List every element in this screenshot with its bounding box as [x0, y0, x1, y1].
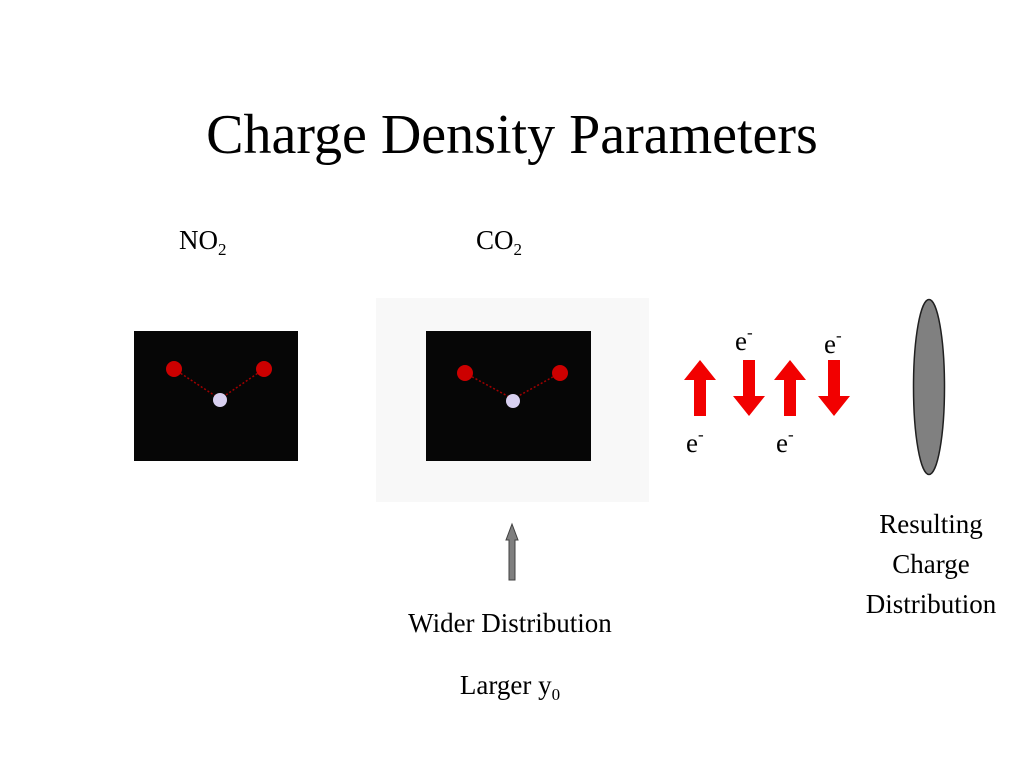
co2-molecule-drawing — [457, 365, 568, 408]
wider-distribution-text: Wider Distribution — [408, 608, 612, 638]
bond-line-left — [464, 372, 514, 400]
co2-molecule-image — [426, 331, 591, 461]
oxygen-atom-left — [457, 365, 473, 381]
no2-label-sub: 2 — [218, 240, 227, 259]
bond-line-left — [173, 368, 221, 400]
charge-ellipse-icon — [912, 298, 946, 476]
electron-label-bottom-2: e- — [776, 425, 794, 459]
down-arrow-icon — [818, 360, 850, 416]
electron-base: e — [776, 428, 788, 458]
bond-line-right — [512, 372, 561, 400]
co2-label-sub: 2 — [513, 240, 523, 259]
oxygen-atom-right — [552, 365, 568, 381]
larger-y0-sub: 0 — [551, 685, 561, 704]
resulting-charge-distribution-text: Resulting Charge Distribution — [846, 504, 1016, 624]
resulting-line-2: Charge — [892, 549, 970, 579]
slide-title: Charge Density Parameters — [206, 104, 818, 166]
electron-base: e — [824, 329, 836, 359]
larger-y0-text: Larger y0 — [360, 669, 660, 711]
co2-label-base: CO — [476, 225, 514, 255]
carbon-atom — [506, 394, 520, 408]
no2-molecule-image — [134, 331, 298, 461]
resulting-line-3: Distribution — [865, 589, 997, 619]
electron-label-top-1: e- — [735, 323, 753, 357]
no2-label: NO2 — [179, 224, 227, 266]
electron-base: e — [735, 326, 747, 356]
no2-molecule-drawing — [166, 361, 272, 407]
electron-sup: - — [746, 323, 753, 342]
resulting-line-1: Resulting — [879, 509, 983, 539]
nitrogen-atom — [213, 393, 227, 407]
up-arrow-icon — [684, 360, 716, 416]
larger-y0-base: Larger y — [459, 670, 552, 700]
electron-label-bottom-1: e- — [686, 425, 704, 459]
electron-base: e — [686, 428, 698, 458]
electron-sup: - — [835, 326, 842, 345]
down-arrow-icon — [733, 360, 765, 416]
oxygen-atom-right — [256, 361, 272, 377]
oxygen-atom-left — [166, 361, 182, 377]
up-pointer-arrow-icon — [504, 522, 520, 582]
bond-line-right — [219, 368, 265, 400]
electron-sup: - — [697, 425, 704, 444]
no2-label-base: NO — [179, 225, 218, 255]
co2-label: CO2 — [476, 224, 522, 266]
up-arrow-icon — [774, 360, 806, 416]
electron-sup: - — [787, 425, 794, 444]
electron-label-top-2: e- — [824, 326, 842, 360]
